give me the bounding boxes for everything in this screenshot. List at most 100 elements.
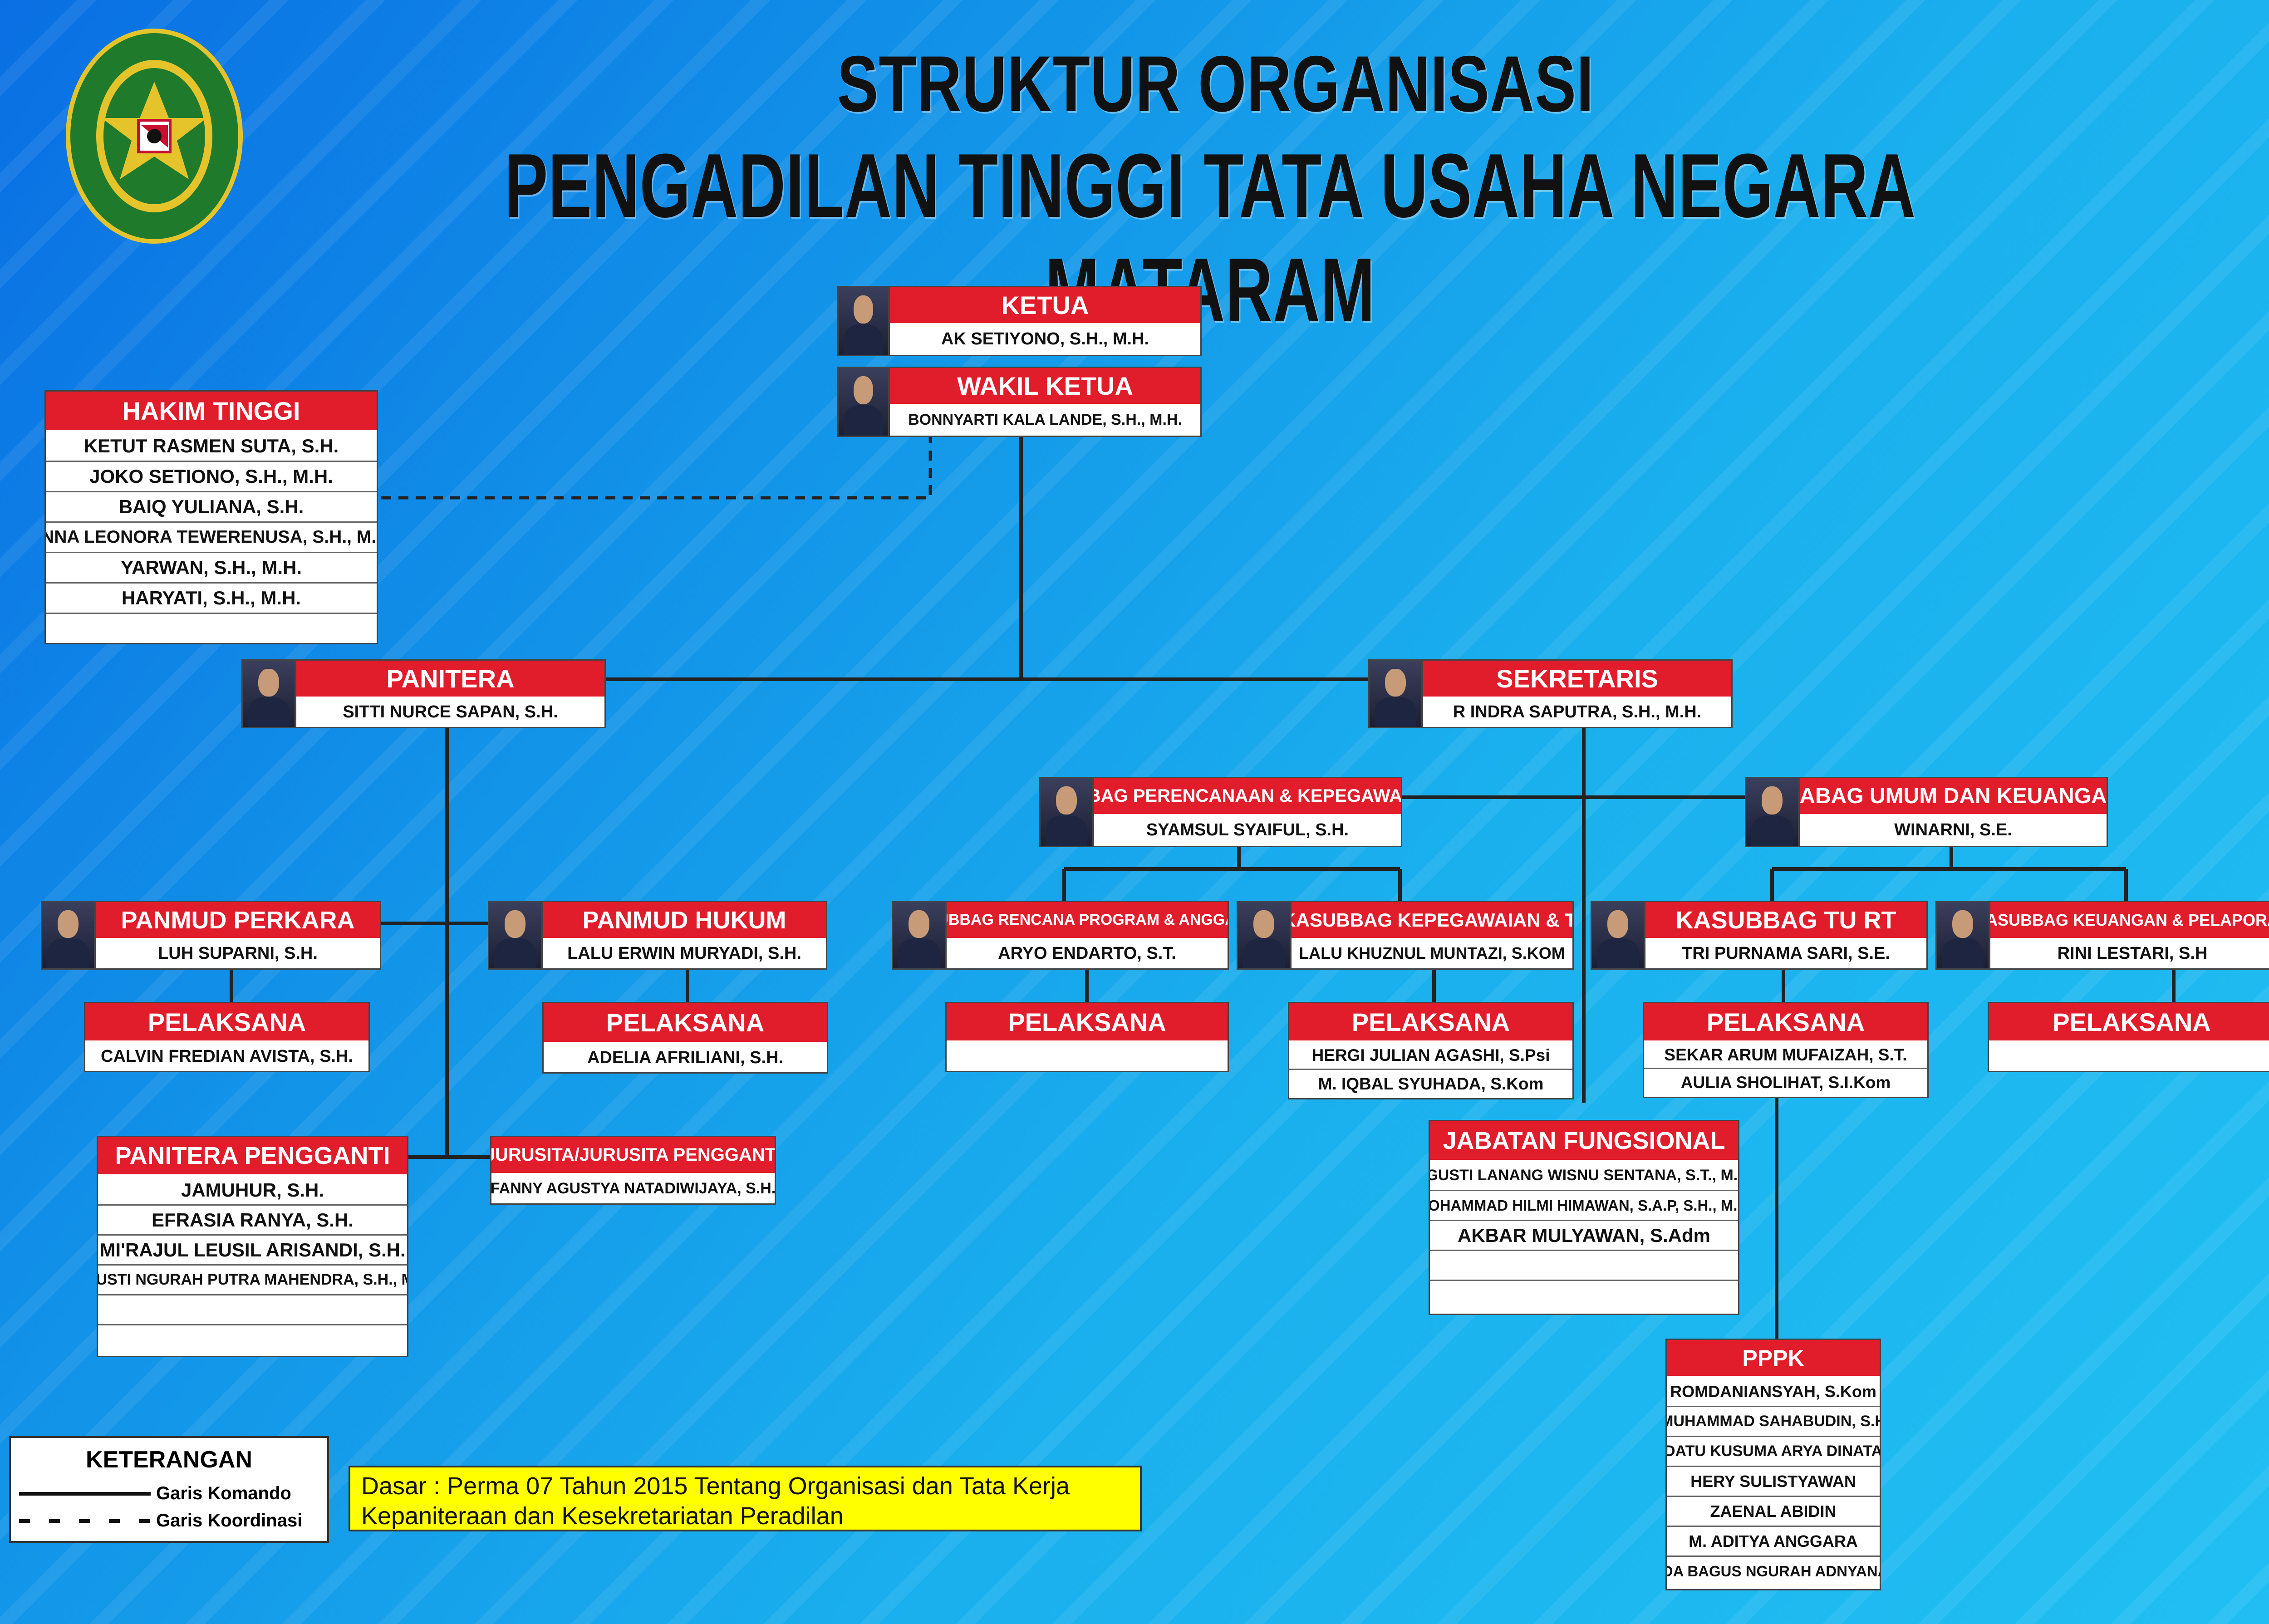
jabatan-fungsional-title: JABATAN FUNGSIONAL — [1430, 1121, 1738, 1161]
wakil-ketua-title: WAKIL KETUA — [890, 368, 1200, 405]
pelaksana-title: PELAKSANA — [1644, 1003, 1927, 1042]
pelaksana-kepegawaian-box: PELAKSANA HERGI JULIAN AGASHI, S.Psi M. … — [1288, 1002, 1574, 1099]
hakim-name: HARYATI, S.H., M.H. — [46, 584, 377, 614]
kasubbag-keuangan-box: KASUBBAG KEUANGAN & PELAPORAN RINI LESTA… — [1989, 901, 2269, 970]
pppk-name: IDA BAGUS NGURAH ADNYANA — [1667, 1557, 1880, 1586]
pelaksana-name: SEKAR ARUM MUFAIZAH, S.T. — [1644, 1042, 1927, 1069]
ketua-photo — [837, 286, 889, 356]
hakim-tinggi-box: HAKIM TINGGI KETUT RASMEN SUTA, S.H. JOK… — [44, 390, 378, 644]
legend-box: KETERANGAN Garis Komando Garis Koordinas… — [9, 1436, 329, 1543]
pppk-box: PPPK ROMDANIANSYAH, S.Kom MUHAMMAD SAHAB… — [1665, 1339, 1881, 1590]
wakil-ketua-name: BONNYARTI KALA LANDE, S.H., M.H. — [890, 405, 1200, 434]
jurusita-title: JURUSITA/JURUSITA PENGGANTI — [491, 1137, 775, 1174]
kasubbag-keuangan-title: KASUBBAG KEUANGAN & PELAPORAN — [1990, 902, 2269, 939]
ketua-box: KETUA AK SETIYONO, S.H., M.H. — [889, 286, 1202, 356]
kasubbag-kepegawaian-name: LALU KHUZNUL MUNTAZI, S.KOM — [1292, 939, 1572, 967]
fungsional-name — [1430, 1281, 1738, 1311]
kasubbag-tu-rt-title: KASUBBAG TU RT — [1645, 902, 1926, 939]
note-line-1: Dasar : Perma 07 Tahun 2015 Tentang Orga… — [361, 1472, 1070, 1500]
pelaksana-title: PELAKSANA — [947, 1003, 1228, 1042]
panitera-box: PANITERA SITTI NURCE SAPAN, S.H. — [295, 659, 606, 728]
pelaksana-rencana-box: PELAKSANA — [945, 1002, 1229, 1072]
kasubbag-kepegawaian-title: KASUBBAG KEPEGAWAIAN & TI — [1292, 902, 1572, 939]
pelaksana-name: AULIA SHOLIHAT, S.I.Kom — [1644, 1069, 1927, 1096]
kabag-umum-box: KABAG UMUM DAN KEUANGAN WINARNI, S.E. — [1798, 777, 2108, 847]
panitera-title: PANITERA — [296, 661, 604, 698]
pppk-name: MUHAMMAD SAHABUDIN, S.H — [1667, 1407, 1880, 1437]
panitera-pengganti-name: I GUSTI NGURAH PUTRA MAHENDRA, S.H., M.H — [98, 1266, 407, 1295]
sekretaris-title: SEKRETARIS — [1423, 661, 1731, 698]
page-title-line1: STRUKTUR ORGANISASI — [837, 40, 1594, 128]
legend-koordinasi-row: Garis Koordinasi — [19, 1511, 302, 1531]
legend-komando-row: Garis Komando — [19, 1483, 291, 1504]
kabag-perencanaan-name: SYAMSUL SYAIFUL, S.H. — [1094, 815, 1401, 844]
kabag-umum-name: WINARNI, S.E. — [1800, 815, 2107, 844]
pelaksana-perkara-box: PELAKSANA CALVIN FREDIAN AVISTA, S.H. — [84, 1002, 370, 1072]
kasubbag-kepegawaian-box: KASUBBAG KEPEGAWAIAN & TI LALU KHUZNUL M… — [1290, 901, 1574, 970]
solid-line-icon — [19, 1492, 151, 1496]
panmud-perkara-photo — [41, 901, 95, 970]
pppk-name: M. ADITYA ANGGARA — [1667, 1527, 1880, 1557]
sekretaris-photo — [1368, 659, 1423, 728]
hakim-name: KETUT RASMEN SUTA, S.H. — [46, 432, 377, 462]
panitera-pengganti-title: PANITERA PENGGANTI — [98, 1137, 407, 1176]
pelaksana-keuangan-box: PELAKSANA — [1988, 1002, 2269, 1072]
sekretaris-box: SEKRETARIS R INDRA SAPUTRA, S.H., M.H. — [1422, 659, 1733, 728]
panitera-pengganti-name: EFRASIA RANYA, S.H. — [98, 1206, 407, 1236]
panitera-pengganti-name: JAMUHUR, S.H. — [98, 1176, 407, 1206]
legal-basis-note: Dasar : Perma 07 Tahun 2015 Tentang Orga… — [349, 1466, 1142, 1531]
sekretaris-name: R INDRA SAPUTRA, S.H., M.H. — [1423, 698, 1731, 726]
jurusita-box: JURUSITA/JURUSITA PENGGANTI FANNY AGUSTY… — [490, 1136, 776, 1205]
panitera-pengganti-name — [98, 1295, 407, 1325]
legend-koordinasi-label: Garis Koordinasi — [156, 1511, 303, 1531]
dashed-line-icon — [19, 1519, 151, 1523]
wakil-ketua-photo — [837, 367, 889, 437]
kabag-perencanaan-title: KABAG PERENCANAAN & KEPEGAWAIAN — [1094, 778, 1401, 815]
panmud-perkara-box: PANMUD PERKARA LUH SUPARNI, S.H. — [94, 901, 381, 970]
panmud-hukum-name: LALU ERWIN MURYADI, S.H. — [543, 939, 826, 967]
page-title-line2: PENGADILAN TINGGI TATA USAHA NEGARA MATA… — [504, 135, 1916, 341]
ketua-name: AK SETIYONO, S.H., M.H. — [890, 324, 1200, 353]
panitera-pengganti-box: PANITERA PENGGANTI JAMUHUR, S.H. EFRASIA… — [97, 1136, 408, 1357]
kasubbag-tu-rt-box: KASUBBAG TU RT TRI PURNAMA SARI, S.E. — [1644, 901, 1928, 970]
pppk-name: ZAENAL ABIDIN — [1667, 1497, 1880, 1527]
kabag-perencanaan-box: KABAG PERENCANAAN & KEPEGAWAIAN SYAMSUL … — [1093, 777, 1402, 847]
kasubbag-rencana-box: KASUBBAG RENCANA PROGRAM & ANGGARAN ARYO… — [945, 901, 1229, 970]
panmud-perkara-name: LUH SUPARNI, S.H. — [96, 939, 380, 967]
pelaksana-title: PELAKSANA — [544, 1003, 827, 1043]
hakim-name: YARWAN, S.H., M.H. — [46, 553, 377, 584]
pelaksana-name: ADELIA AFRILIANI, S.H. — [544, 1043, 827, 1072]
fungsional-name: AKBAR MULYAWAN, S.Adm — [1430, 1221, 1738, 1251]
pppk-name: DATU KUSUMA ARYA DINATA — [1667, 1437, 1880, 1467]
kasubbag-keuangan-name: RINI LESTARI, S.H — [1990, 939, 2269, 967]
kasubbag-tu-rt-name: TRI PURNAMA SARI, S.E. — [1645, 939, 1926, 967]
kabag-umum-photo — [1745, 777, 1799, 847]
pelaksana-name: M. IQBAL SYUHADA, S.Kom — [1289, 1070, 1572, 1098]
legend-title: KETERANGAN — [86, 1447, 252, 1473]
pelaksana-name — [1989, 1042, 2269, 1071]
pppk-name: ROMDANIANSYAH, S.Kom — [1667, 1377, 1880, 1407]
pelaksana-title: PELAKSANA — [1289, 1003, 1572, 1042]
pelaksana-title: PELAKSANA — [85, 1003, 368, 1042]
fungsional-name: I GUSTI LANANG WISNU SENTANA, S.T., M.M — [1430, 1161, 1738, 1191]
kasubbag-rencana-title: KASUBBAG RENCANA PROGRAM & ANGGARAN — [947, 902, 1228, 939]
pelaksana-name — [947, 1042, 1228, 1071]
kabag-umum-title: KABAG UMUM DAN KEUANGAN — [1800, 778, 2107, 815]
legend-komando-label: Garis Komando — [156, 1483, 291, 1503]
kabag-perencanaan-photo — [1039, 777, 1094, 847]
kasubbag-kepegawaian-photo — [1237, 901, 1291, 970]
hakim-name: BAIQ YULIANA, S.H. — [46, 492, 377, 523]
pppk-title: PPPK — [1667, 1340, 1880, 1377]
hakim-name: JOKO SETIONO, S.H., M.H. — [46, 462, 377, 492]
hakim-tinggi-title: HAKIM TINGGI — [46, 392, 377, 432]
pelaksana-name: HERGI JULIAN AGASHI, S.Psi — [1289, 1042, 1572, 1070]
fungsional-name — [1430, 1251, 1738, 1281]
pelaksana-title: PELAKSANA — [1989, 1003, 2269, 1042]
panmud-perkara-title: PANMUD PERKARA — [96, 902, 380, 939]
panitera-photo — [241, 659, 296, 728]
note-line-2: Kepaniteraan dan Kesekretariatan Peradil… — [361, 1502, 844, 1530]
jabatan-fungsional-box: JABATAN FUNGSIONAL I GUSTI LANANG WISNU … — [1429, 1120, 1739, 1315]
pppk-name: HERY SULISTYAWAN — [1667, 1467, 1880, 1497]
wakil-ketua-box: WAKIL KETUA BONNYARTI KALA LANDE, S.H., … — [889, 367, 1202, 437]
kasubbag-rencana-photo — [892, 901, 946, 970]
